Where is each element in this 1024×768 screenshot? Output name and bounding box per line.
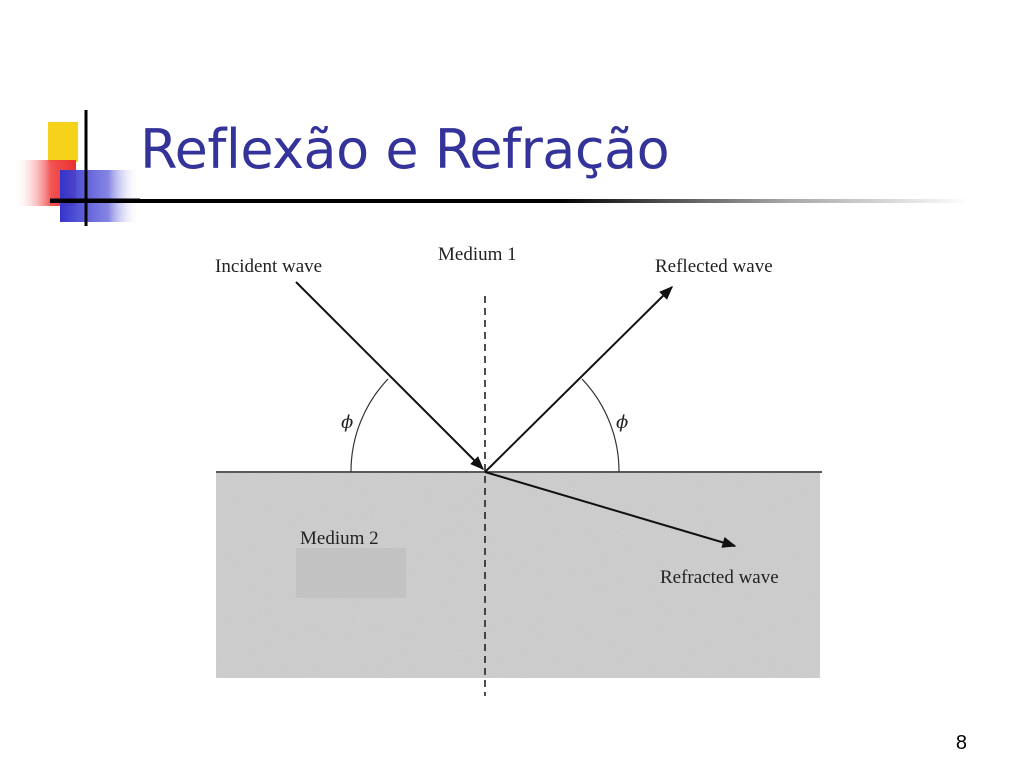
title-underline xyxy=(50,199,970,203)
incident-angle-arc xyxy=(350,378,389,473)
slide-title: Reflexão e Refração xyxy=(140,118,670,181)
reflected-wave-label: Reflected wave xyxy=(655,256,773,277)
refracted-wave-label: Refracted wave xyxy=(660,567,779,588)
reflected-wave-arrow xyxy=(484,286,673,473)
page-number: 8 xyxy=(955,732,967,754)
incident-wave-arrow xyxy=(295,281,484,470)
logo-blue-square xyxy=(60,170,140,222)
logo-yellow-square xyxy=(48,122,78,162)
reflected-angle-symbol: ϕ xyxy=(616,412,628,433)
slide-logo xyxy=(14,110,140,226)
reflection-refraction-diagram: Medium 1 Incident wave Reflected wave Me… xyxy=(215,244,822,696)
reflected-angle-arc xyxy=(581,378,620,473)
medium-2-label-patch xyxy=(296,548,406,598)
incident-angle-symbol: ϕ xyxy=(341,412,353,433)
medium-2-label: Medium 2 xyxy=(300,528,379,549)
refracted-wave-arrow xyxy=(484,471,737,548)
medium-1-label: Medium 1 xyxy=(438,244,517,265)
incident-wave-label: Incident wave xyxy=(215,256,322,277)
